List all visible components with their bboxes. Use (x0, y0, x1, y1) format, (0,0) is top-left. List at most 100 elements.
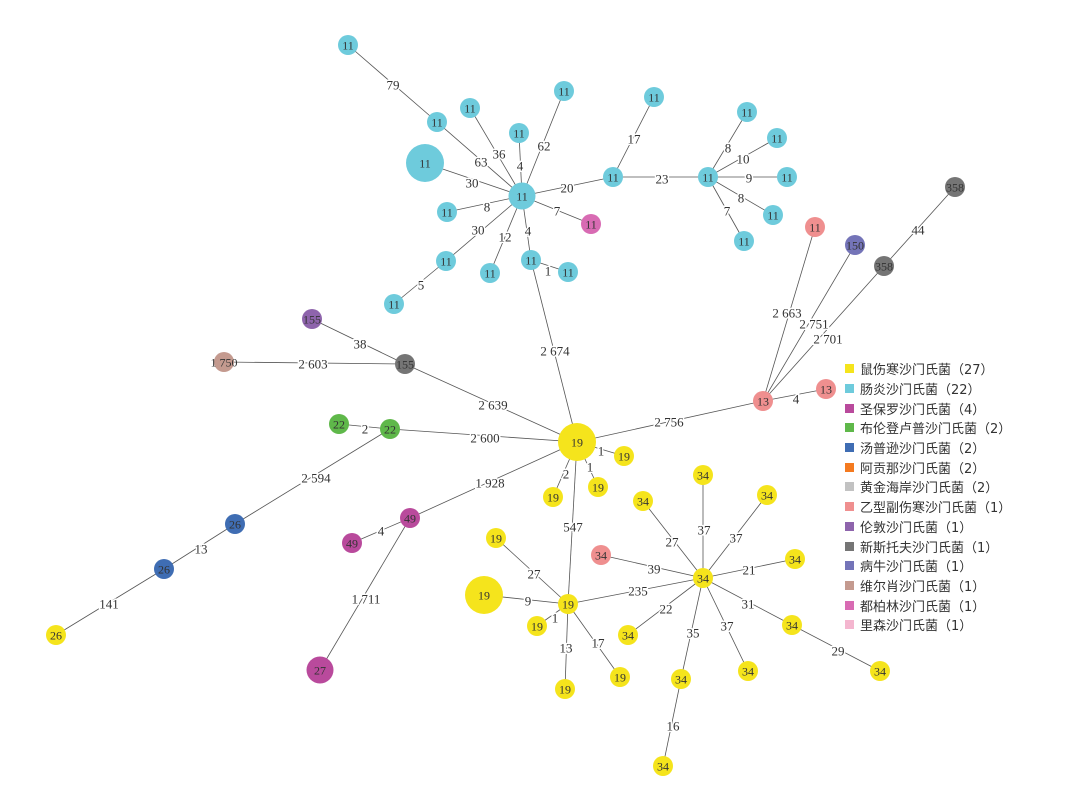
edge-d_b-s_hub (762, 265, 885, 402)
edge-y_hub-m_b (409, 441, 578, 519)
node-circle (874, 256, 894, 276)
node-b_a: 26 (225, 514, 245, 534)
node-label: 26 (229, 518, 241, 532)
node-label: 358 (875, 260, 893, 274)
edge-d_a-d_b (883, 186, 956, 267)
node-layer: 1111111111111111111111111111111111111111… (46, 35, 965, 776)
node-circle (342, 533, 362, 553)
legend-swatch (845, 423, 854, 433)
edge-label: 79 (387, 78, 400, 93)
node-g_b: 22 (380, 419, 400, 439)
node-circle (338, 35, 358, 55)
node-circle (465, 576, 503, 614)
node-label: 13 (820, 383, 832, 397)
edge-label: 1 711 (352, 592, 381, 607)
legend-item: 乙型副伤寒沙门氏菌（1） (845, 497, 1085, 517)
node-c_c: 11 (509, 123, 529, 143)
edge-label: 4 (525, 224, 532, 239)
legend-label: 布伦登卢普沙门氏菌（2） (860, 422, 1012, 438)
node-circle (653, 756, 673, 776)
node-c_big: 11 (406, 144, 444, 182)
node-label: 11 (767, 209, 779, 223)
node-c_h: 11 (480, 263, 500, 283)
legend-swatch (845, 403, 854, 413)
node-y_g: 19 (555, 679, 575, 699)
edge-v_a-s_hub (762, 244, 856, 402)
edge-c_hub-c_mid (521, 176, 614, 197)
node-label: 155 (396, 358, 414, 372)
node-label: 34 (874, 665, 886, 679)
edge-y_hub-s_hub (576, 400, 764, 443)
node-label: 11 (440, 255, 452, 269)
edge-b_a-b_b (163, 523, 236, 570)
node-label: 26 (158, 563, 170, 577)
node-circle (329, 414, 349, 434)
edge-y_hub2-y34_hub (567, 577, 704, 605)
edge-label: 4 (793, 392, 800, 407)
legend-swatch (845, 364, 854, 374)
legend-label: 鼠伤寒沙门氏菌（27） (860, 363, 994, 379)
edge-label: 37 (730, 531, 744, 546)
edge-s_c-y34_hub (600, 554, 704, 579)
node-label: 19 (559, 683, 571, 697)
node-label: 49 (346, 537, 358, 551)
node-circle (591, 545, 611, 565)
node-circle (767, 128, 787, 148)
node-label: 11 (648, 91, 660, 105)
legend-item: 阿贡那沙门氏菌（2） (845, 457, 1085, 477)
edge-c_h-c_hub (489, 195, 523, 274)
legend-item: 都柏林沙门氏菌（1） (845, 595, 1085, 615)
node-label: 11 (809, 221, 821, 235)
edge-label: 20 (561, 181, 574, 196)
node-c_f: 11 (436, 251, 456, 271)
legend-label: 新斯托夫沙门氏菌（1） (860, 540, 999, 556)
edge-label: 39 (648, 562, 661, 577)
node-m_a: 49 (342, 533, 362, 553)
edge-c_g-c_f (393, 260, 447, 305)
edge-label: 27 (666, 535, 680, 550)
edge-y34_c-y34_hub (702, 494, 768, 579)
edge-label: 63 (475, 155, 488, 170)
node-circle (384, 294, 404, 314)
edge-label: 9 (525, 594, 532, 609)
edge-label: 10 (737, 152, 750, 167)
node-circle (508, 182, 536, 210)
node-c_a: 11 (427, 112, 447, 132)
node-label: 34 (697, 469, 709, 483)
edge-r_a-d_c (223, 361, 406, 365)
node-c_e: 11 (437, 202, 457, 222)
node-circle (757, 485, 777, 505)
node-label: 34 (789, 553, 801, 567)
node-label: 34 (657, 760, 669, 774)
node-label: 34 (742, 665, 754, 679)
node-circle (870, 661, 890, 681)
edge-label: 1 928 (475, 476, 504, 491)
node-circle (558, 594, 578, 614)
edge-c_hub2-c_m (707, 137, 778, 178)
edge-y34_h-y34_j (662, 678, 682, 767)
node-y34_d: 34 (785, 549, 805, 569)
legend-swatch (845, 620, 854, 630)
edge-label: 16 (667, 719, 681, 734)
node-y34_i: 34 (738, 661, 758, 681)
node-c_g: 11 (384, 294, 404, 314)
legend-item: 病牛沙门氏菌（1） (845, 556, 1085, 576)
node-c_o: 11 (763, 205, 783, 225)
node-circle (400, 508, 420, 528)
edge-label: 21 (743, 563, 756, 578)
node-y_hub: 19 (558, 423, 596, 461)
node-label: 358 (946, 181, 964, 195)
legend-swatch (845, 443, 854, 453)
node-c_top: 11 (338, 35, 358, 55)
node-label: 22 (333, 418, 345, 432)
edge-c_mid-c_k (612, 96, 655, 178)
node-y34_hub: 34 (693, 568, 713, 588)
node-label: 19 (531, 620, 543, 634)
node-circle (644, 87, 664, 107)
node-s_b: 13 (816, 379, 836, 399)
edge-label: 2 (563, 467, 570, 482)
edge-label: 8 (738, 191, 745, 206)
edge-y34_e-y34_hub (627, 577, 704, 636)
edge-label: 38 (354, 337, 367, 352)
